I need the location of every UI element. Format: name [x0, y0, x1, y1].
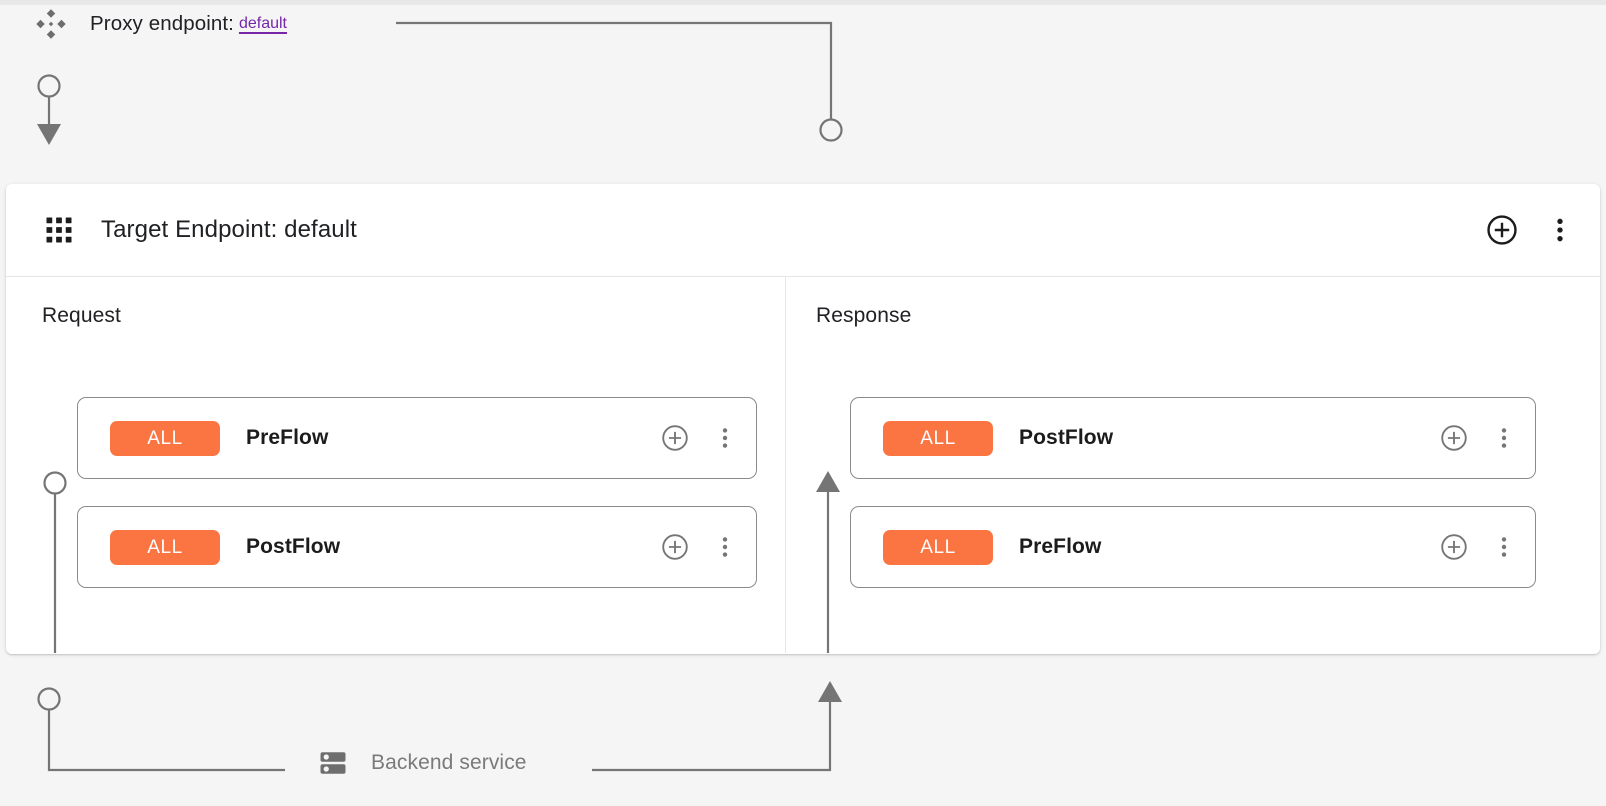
more-vert-icon[interactable]	[1492, 426, 1516, 450]
proxy-endpoint-label: Proxy endpoint:	[90, 12, 234, 35]
proxy-endpoint-link[interactable]: default	[238, 15, 287, 32]
endpoint-header-actions	[1486, 214, 1574, 246]
backend-service-label: Backend service	[371, 751, 527, 774]
response-pane: Response ALL PostFlow	[786, 277, 1600, 653]
flow-row-response-preflow[interactable]: ALL PreFlow	[850, 506, 1536, 588]
more-vert-icon[interactable]	[713, 535, 737, 559]
response-pane-label: Response	[816, 304, 912, 327]
apps-grid-icon	[44, 215, 74, 245]
flow-row-request-preflow[interactable]: ALL PreFlow	[77, 397, 757, 479]
flow-row-actions	[1440, 424, 1516, 452]
target-endpoint-card: Target Endpoint: default	[6, 184, 1600, 654]
request-pane-label: Request	[42, 304, 121, 327]
add-circle-icon[interactable]	[661, 424, 689, 452]
more-vert-icon[interactable]	[1492, 535, 1516, 559]
status-badge: ALL	[883, 529, 993, 565]
response-flow-arrow	[816, 471, 840, 653]
add-circle-icon[interactable]	[1486, 214, 1518, 246]
flow-name: PreFlow	[246, 426, 329, 449]
endpoint-card-body: Request ALL PreFlow	[6, 277, 1600, 653]
proxy-endpoint-header: Proxy endpoint: default	[34, 6, 287, 42]
request-pane: Request ALL PreFlow	[6, 277, 786, 653]
top-strip	[0, 0, 1606, 5]
page-title: Target Endpoint: default	[101, 216, 357, 243]
flow-name: PostFlow	[246, 535, 341, 558]
flow-row-actions	[661, 533, 737, 561]
flow-row-response-postflow[interactable]: ALL PostFlow	[850, 397, 1536, 479]
request-flow-list: ALL PreFlow	[77, 397, 757, 615]
more-vert-icon[interactable]	[1546, 216, 1574, 244]
more-vert-icon[interactable]	[713, 426, 737, 450]
flow-row-actions	[1440, 533, 1516, 561]
status-badge: ALL	[110, 420, 220, 456]
status-badge: ALL	[110, 529, 220, 565]
diamond-cluster-icon	[34, 7, 68, 41]
add-circle-icon[interactable]	[1440, 533, 1468, 561]
flow-row-request-postflow[interactable]: ALL PostFlow	[77, 506, 757, 588]
flow-name: PreFlow	[1019, 535, 1102, 558]
flow-row-actions	[661, 424, 737, 452]
request-flow-arrow	[43, 471, 67, 653]
backend-service[interactable]: Backend service	[318, 748, 527, 778]
status-badge: ALL	[883, 420, 993, 456]
flow-name: PostFlow	[1019, 426, 1114, 449]
add-circle-icon[interactable]	[1440, 424, 1468, 452]
response-flow-list: ALL PostFlow	[850, 397, 1536, 615]
target-endpoint-header: Target Endpoint: default	[6, 184, 1600, 277]
server-rack-icon	[318, 748, 348, 778]
add-circle-icon[interactable]	[661, 533, 689, 561]
